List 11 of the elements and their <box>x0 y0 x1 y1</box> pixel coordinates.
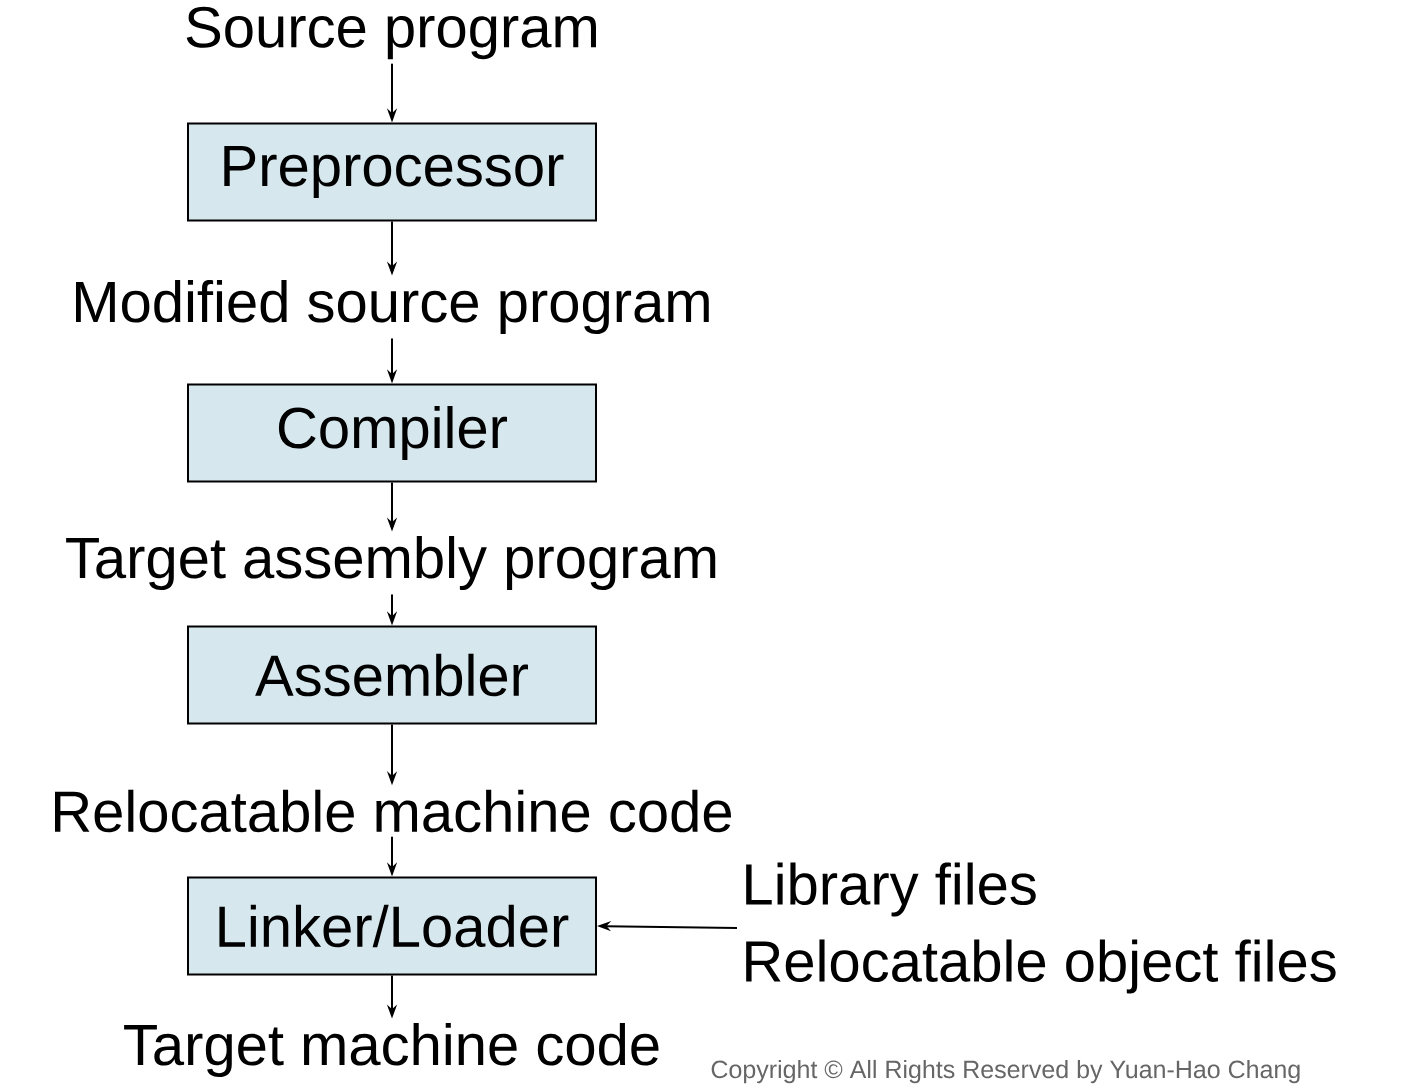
data-label: Modified source program <box>76 279 709 335</box>
process-box: Linker/Loader <box>187 876 597 976</box>
data-label: Source program <box>186 6 596 60</box>
data-label: Relocatable machine code <box>55 789 731 833</box>
data-label: Target machine code <box>124 1023 659 1078</box>
input-files-label: Library files Relocatable object files <box>746 862 1336 994</box>
copyright-note: Copyright © All Rights Reserved by Yuan-Hao Chang <box>711 1059 1300 1084</box>
process-box: Assembler <box>187 625 597 725</box>
process-box: Preprocessor <box>187 122 597 222</box>
data-label: Target assembly program <box>66 536 716 591</box>
process-box: Compiler <box>187 383 597 483</box>
